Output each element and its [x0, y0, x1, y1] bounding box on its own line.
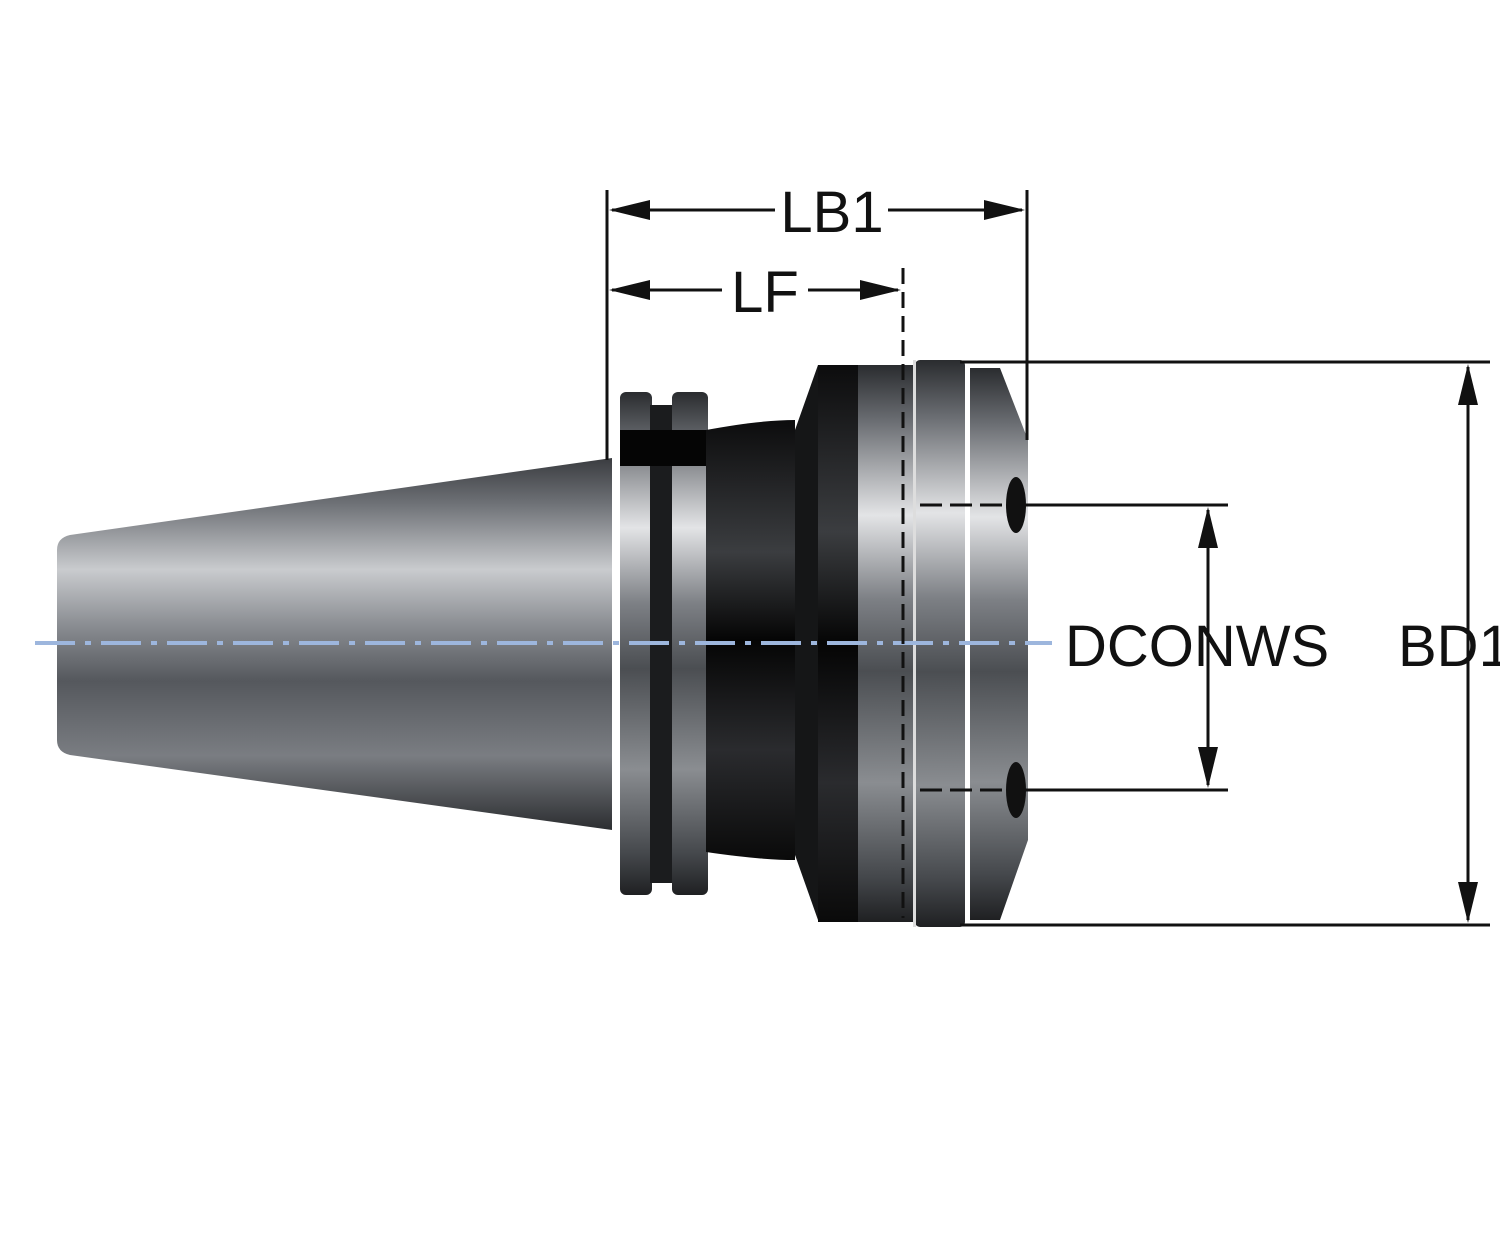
label-lb1: LB1	[780, 180, 883, 245]
drive-slot	[620, 430, 706, 466]
cone	[795, 365, 818, 920]
flange-ring-right	[672, 392, 708, 895]
arrowheads	[609, 200, 1478, 923]
dimension-lines	[605, 190, 1490, 927]
body-ring	[915, 360, 965, 927]
label-bd1: BD1	[1398, 614, 1500, 679]
label-dconws: DCONWS	[1065, 614, 1329, 679]
label-lf: LF	[731, 260, 799, 325]
neck	[706, 420, 795, 860]
